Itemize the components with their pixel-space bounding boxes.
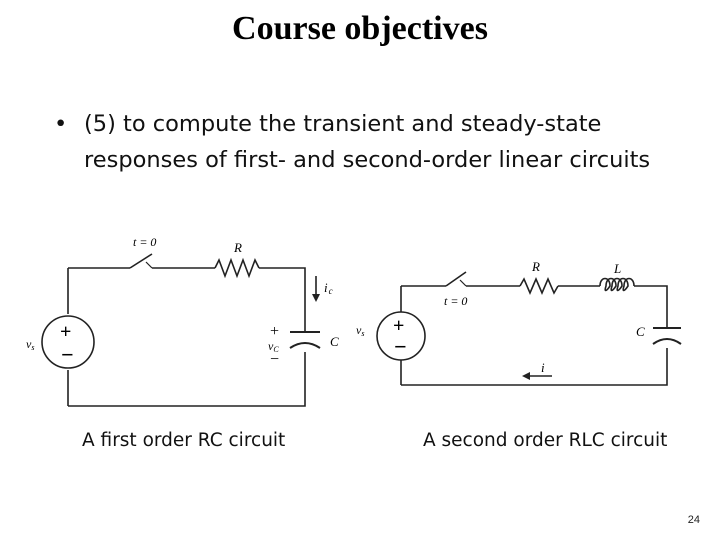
rc-capacitor-bottom-plate xyxy=(289,342,321,349)
rlc-circuit-caption: A second order RLC circuit xyxy=(423,430,668,451)
rc-cap-voltage-label: vC xyxy=(268,339,279,354)
rlc-switch xyxy=(445,271,467,287)
bullet-icon: • xyxy=(54,111,68,137)
rlc-wire-bottom xyxy=(401,348,668,386)
rlc-source-minus: − xyxy=(394,334,407,359)
rc-cap-plus: + xyxy=(270,323,279,340)
rlc-resistor-label: R xyxy=(531,259,540,274)
bullet-text: (5) to compute the transient and steady-… xyxy=(84,111,651,173)
slide-title: Course objectives xyxy=(232,10,488,47)
page-number: 24 xyxy=(687,514,700,526)
rc-switch-label: t = 0 xyxy=(133,235,156,249)
rc-wire-bottom xyxy=(68,352,306,407)
rc-switch-arrow xyxy=(145,261,153,269)
rc-resistor-label: R xyxy=(233,240,242,255)
rc-source-minus: − xyxy=(61,342,74,367)
rlc-resistor xyxy=(519,276,559,296)
rc-current-label: ic xyxy=(324,280,333,296)
rc-resistor xyxy=(214,257,260,279)
rlc-inductor xyxy=(599,277,635,292)
rc-source-plus: + xyxy=(60,321,71,343)
rc-source-label: vs xyxy=(26,337,34,352)
rc-circuit-caption: A first order RC circuit xyxy=(82,430,286,451)
rlc-inductor-label: L xyxy=(613,261,621,276)
rlc-source-label: vs xyxy=(356,323,364,338)
rc-voltage-source xyxy=(41,315,95,369)
bullet-point: • (5) to compute the transient and stead… xyxy=(50,106,670,178)
rlc-capacitor-bottom-plate xyxy=(652,338,682,345)
rlc-switch-label: t = 0 xyxy=(444,294,467,308)
rlc-capacitor-label: C xyxy=(636,324,645,339)
rlc-current-label: i xyxy=(541,360,545,375)
rlc-source-plus: + xyxy=(393,315,404,337)
rc-capacitor-label: C xyxy=(330,334,339,349)
rc-switch xyxy=(129,253,153,269)
rlc-voltage-source xyxy=(376,311,426,361)
rlc-switch-arrow xyxy=(459,279,467,287)
rc-cap-minus: − xyxy=(270,351,279,368)
